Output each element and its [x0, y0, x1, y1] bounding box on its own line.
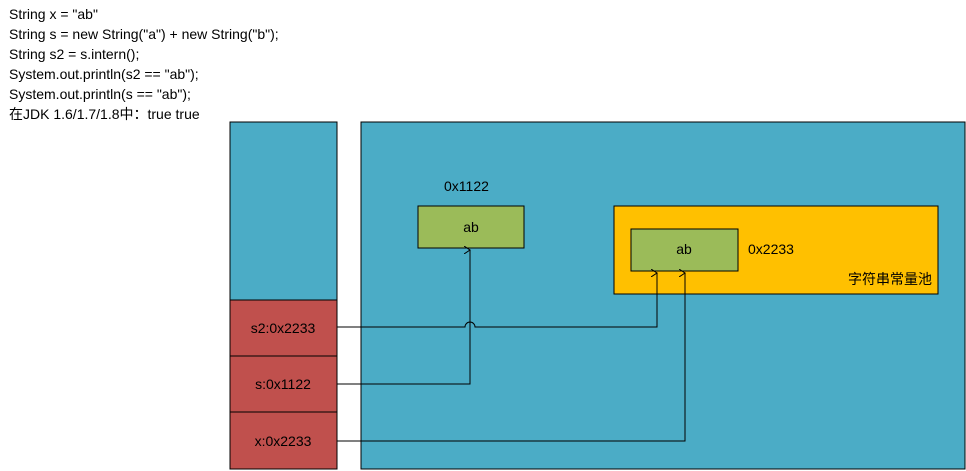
stack-var-s2-label: s2:0x2233 [251, 320, 316, 336]
pool-string-entry-value: ab [676, 241, 692, 257]
code-line-6-result: 在JDK 1.6/1.7/1.8中：true true [9, 106, 200, 122]
stack-var-x-label: x:0x2233 [255, 433, 312, 449]
code-line-4: System.out.println(s2 == "ab"); [9, 66, 199, 82]
stack-var-s2 [229, 299, 338, 357]
pool-string-entry [630, 228, 739, 272]
stack-var-x [229, 411, 338, 470]
arrow-x-to-pool [337, 273, 685, 442]
pool-string-entry-address: 0x2233 [748, 241, 794, 257]
heap-panel [360, 121, 966, 470]
code-line-1: String x = "ab" [9, 6, 98, 22]
string-constant-pool-label: 字符串常量池 [848, 271, 932, 287]
code-line-2: String s = new String("a") + new String(… [9, 26, 279, 42]
code-line-5: System.out.println(s == "ab"); [9, 86, 191, 102]
stack-var-s-label: s:0x1122 [255, 376, 311, 392]
code-line-3: String s2 = s.intern(); [9, 46, 140, 62]
code-listing: String x = "ab" String s = new String("a… [9, 4, 279, 124]
arrow-s-to-heap-object [337, 250, 470, 385]
heap-string-object [417, 205, 525, 249]
arrow-s2-to-pool [337, 273, 657, 328]
heap-string-object-value: ab [463, 219, 479, 235]
heap-object-address: 0x1122 [444, 178, 489, 194]
